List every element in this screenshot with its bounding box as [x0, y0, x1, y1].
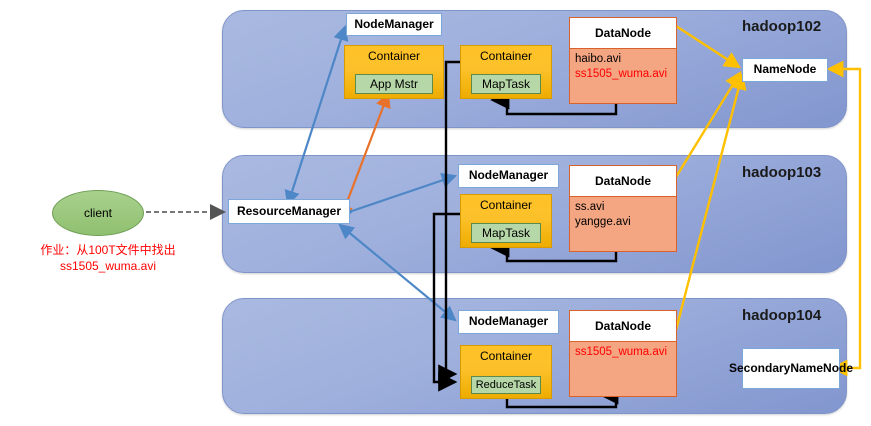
- datanode-hadoop103[interactable]: DataNode ss.avi yangge.avi: [569, 165, 677, 252]
- datanode-file: ss1505_wuma.avi: [575, 67, 668, 80]
- datanode-file: ss.avi: [575, 201, 605, 213]
- container-label: Container: [479, 349, 533, 363]
- datanode-hadoop104[interactable]: DataNode ss1505_wuma.avi: [569, 310, 677, 397]
- datanode-file: ss1505_wuma.avi: [575, 346, 668, 358]
- client-job-note-line2: ss1505_wuma.avi: [59, 259, 157, 274]
- task-maptask[interactable]: MapTask: [471, 74, 541, 94]
- datanode-title: DataNode: [570, 166, 676, 196]
- resourcemanager[interactable]: ResourceManager: [228, 199, 350, 224]
- datanode-title: DataNode: [570, 311, 676, 341]
- container-reducetask-hadoop104[interactable]: Container ReduceTask: [460, 345, 552, 399]
- task-app-mstr[interactable]: App Mstr: [355, 74, 433, 94]
- container-label: Container: [367, 49, 421, 63]
- client-label: client: [83, 206, 112, 220]
- container-appmstr-hadoop102[interactable]: Container App Mstr: [344, 45, 444, 99]
- task-reducetask[interactable]: ReduceTask: [471, 376, 541, 394]
- datanode-hadoop102[interactable]: DataNode haibo.avi ss1505_wuma.avi: [569, 17, 677, 104]
- nodemanager-hadoop104[interactable]: NodeManager: [458, 310, 559, 334]
- container-label: Container: [479, 49, 533, 63]
- container-label: Container: [479, 198, 533, 212]
- nodemanager-hadoop102[interactable]: NodeManager: [346, 13, 442, 36]
- client-node[interactable]: client: [52, 190, 144, 236]
- panel-title-hadoop104: hadoop104: [742, 307, 822, 324]
- client-job-note-line1: 作业：从100T文件中找出: [40, 243, 176, 257]
- task-maptask[interactable]: MapTask: [471, 223, 541, 243]
- container-maptask-hadoop102[interactable]: Container MapTask: [460, 45, 552, 99]
- namenode[interactable]: NameNode: [742, 58, 828, 82]
- panel-title-hadoop102: hadoop102: [742, 18, 822, 35]
- secondarynamenode[interactable]: SecondaryNameNode: [729, 348, 853, 389]
- datanode-file-list: haibo.avi ss1505_wuma.avi: [570, 48, 676, 103]
- nodemanager-hadoop103[interactable]: NodeManager: [458, 164, 559, 188]
- container-maptask-hadoop103[interactable]: Container MapTask: [460, 194, 552, 248]
- datanode-file-list: ss.avi yangge.avi: [570, 196, 676, 251]
- datanode-file-list: ss1505_wuma.avi: [570, 341, 676, 396]
- datanode-title: DataNode: [570, 18, 676, 48]
- datanode-file: yangge.avi: [575, 215, 631, 228]
- client-job-note: 作业：从100T文件中找出 ss1505_wuma.avi: [18, 242, 198, 274]
- panel-title-hadoop103: hadoop103: [742, 164, 822, 181]
- datanode-file: haibo.avi: [575, 53, 622, 65]
